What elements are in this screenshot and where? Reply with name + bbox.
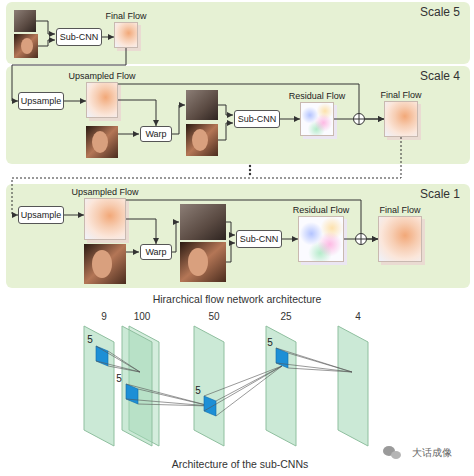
image-label: Final Flow (380, 90, 421, 100)
process-box: Warp (140, 244, 172, 260)
process-box: Upsample (18, 206, 64, 224)
band-title: Scale 4 (420, 69, 460, 83)
image-label: Upsampled Flow (68, 71, 135, 81)
ellipsis-dot (249, 165, 251, 167)
ellipsis-dot (249, 173, 251, 175)
conv-kernel (96, 346, 108, 366)
flow-image: Final Flow (114, 22, 138, 48)
kernel-size: 5 (87, 334, 93, 345)
flow-arrow (12, 48, 126, 101)
band-title: Scale 5 (420, 5, 460, 19)
flow-arrow (344, 239, 378, 240)
process-box: Upsample (18, 92, 64, 110)
process-box: Sub-CNN (234, 110, 280, 128)
ellipsis-dot (249, 169, 251, 171)
feature-map (338, 326, 368, 446)
box-label: Sub-CNN (238, 114, 277, 124)
kernel-line (204, 366, 282, 416)
feature-map (84, 326, 114, 446)
flow-image: Residual Flow (300, 102, 334, 136)
image-label: Final Flow (105, 11, 146, 21)
image-label: Residual Flow (289, 91, 346, 101)
process-box: Sub-CNN (56, 28, 102, 46)
caption: Hirarchical flow network architecture (153, 293, 322, 305)
kernel-size: 5 (195, 385, 201, 396)
kernel-size: 5 (116, 373, 122, 384)
caption: Architecture of the sub-CNNs (172, 458, 309, 470)
channel-count: 25 (280, 311, 291, 322)
flow-arrow (64, 215, 84, 216)
kernel-size: 5 (267, 337, 273, 348)
watermark-icon (383, 446, 395, 456)
flow-image: Final Flow (378, 216, 422, 262)
scale-band: Scale 1 Upsample Upsampled FlowWarp Sub-CNN… (6, 184, 470, 288)
flow-image: Upsampled Flow (86, 82, 118, 118)
band-title: Scale 1 (420, 187, 460, 201)
channel-count: 100 (134, 311, 151, 322)
process-box: Sub-CNN (236, 230, 282, 248)
box-label: Warp (145, 129, 166, 139)
channel-count: 50 (208, 311, 219, 322)
box-label: Sub-CNN (240, 234, 279, 244)
flow-arrow (280, 119, 300, 120)
box-label: Upsample (21, 210, 62, 220)
process-box: Warp (140, 126, 172, 142)
kernel-line (276, 348, 352, 372)
channel-count: 4 (355, 311, 361, 322)
feature-map (122, 326, 152, 446)
image-label: Residual Flow (293, 205, 350, 215)
channel-count: 9 (101, 311, 107, 322)
watermark: 大话成像 (412, 446, 452, 460)
flow-arrow (12, 137, 401, 215)
box-label: Upsample (21, 96, 62, 106)
flow-image: Upsampled Flow (84, 198, 126, 240)
flow-arrow (126, 219, 156, 244)
feature-map (129, 326, 159, 446)
conv-kernel (126, 384, 138, 404)
scale-band: Scale 4 Upsample Upsampled FlowWarp Sub-CNN… (6, 66, 470, 164)
flow-arrow (118, 84, 384, 119)
flow-arrow (102, 37, 114, 38)
flow-arrow (282, 239, 298, 240)
box-label: Sub-CNN (60, 32, 99, 42)
image-label: Final Flow (379, 205, 420, 215)
conv-kernel (204, 396, 216, 416)
flow-image: Residual Flow (298, 216, 344, 262)
flow-arrow (126, 200, 378, 239)
kernel-line (126, 384, 210, 406)
box-label: Warp (145, 247, 166, 257)
flow-arrow (64, 101, 86, 102)
flow-arrow (334, 119, 384, 120)
kernel-line (96, 346, 140, 372)
flow-arrow (118, 100, 156, 126)
image-label: Upsampled Flow (71, 187, 138, 197)
conv-kernel (276, 348, 288, 368)
watermark-icon (391, 451, 401, 459)
feature-map (266, 326, 296, 446)
scale-band: Scale 5 Sub-CNN Final Flow (6, 2, 470, 64)
flow-image: Final Flow (384, 101, 418, 137)
feature-map (194, 326, 224, 446)
